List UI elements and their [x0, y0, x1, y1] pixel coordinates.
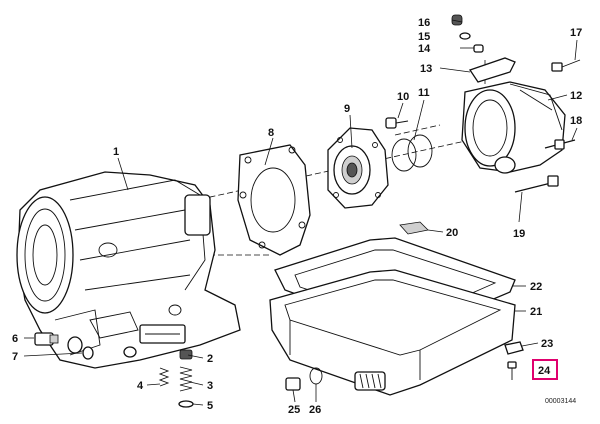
- seal-rings-11: [391, 134, 433, 172]
- callout-24[interactable]: 24: [538, 365, 551, 377]
- callout-12[interactable]: 12: [570, 90, 582, 102]
- callout-5[interactable]: 5: [207, 400, 213, 412]
- bracket-13: [468, 57, 516, 83]
- callout-6[interactable]: 6: [12, 333, 18, 345]
- callout-21[interactable]: 21: [530, 306, 542, 318]
- callout-22[interactable]: 22: [530, 281, 542, 293]
- callout-16[interactable]: 16: [418, 17, 430, 29]
- callout-26[interactable]: 26: [309, 404, 321, 416]
- callout-8[interactable]: 8: [268, 127, 274, 139]
- callout-24-highlight: [532, 359, 558, 380]
- callout-11[interactable]: 11: [418, 87, 430, 99]
- leader-lines: [23, 19, 578, 406]
- callout-17[interactable]: 17: [570, 27, 582, 39]
- transmission-housing: [16, 171, 241, 369]
- clip-23: [504, 341, 524, 355]
- callout-15[interactable]: 15: [418, 31, 430, 43]
- callout-19[interactable]: 19: [513, 228, 525, 240]
- washer-15: [459, 32, 471, 40]
- diagram-reference-code: 00003144: [545, 398, 576, 405]
- callout-13[interactable]: 13: [420, 63, 432, 75]
- gasket-8: [237, 144, 311, 256]
- stud-18: [544, 139, 576, 150]
- drain-plug-6: [34, 332, 59, 346]
- callout-4[interactable]: 4: [137, 380, 144, 392]
- callout-20[interactable]: 20: [446, 227, 458, 239]
- callout-labels: 1 2 3 4 5 6 7 8 9 10 11 12 13 14 15 16 1…: [12, 17, 582, 416]
- extension-housing-12: [461, 81, 566, 174]
- callout-7[interactable]: 7: [12, 351, 18, 363]
- callout-9[interactable]: 9: [344, 103, 350, 115]
- pin-14: [473, 44, 484, 53]
- callout-10[interactable]: 10: [397, 91, 409, 103]
- callout-1[interactable]: 1: [113, 146, 119, 158]
- bolt-17: [551, 59, 581, 72]
- callout-3[interactable]: 3: [207, 380, 213, 392]
- callout-25[interactable]: 25: [288, 404, 300, 416]
- seal-ring-7: [82, 346, 94, 360]
- washer-26: [309, 367, 323, 385]
- oil-pump-9: [327, 127, 389, 209]
- bolt-10: [385, 117, 409, 129]
- callout-14[interactable]: 14: [418, 43, 431, 55]
- oil-pan-21: [269, 269, 516, 396]
- callout-18[interactable]: 18: [570, 115, 582, 127]
- screw-24: [507, 361, 517, 380]
- callout-23[interactable]: 23: [541, 338, 553, 350]
- long-bolt-19: [514, 175, 559, 193]
- drain-plug-25: [285, 377, 301, 391]
- plate-20: [399, 221, 429, 235]
- callout-2[interactable]: 2: [207, 353, 213, 365]
- valve-stack: [158, 349, 194, 408]
